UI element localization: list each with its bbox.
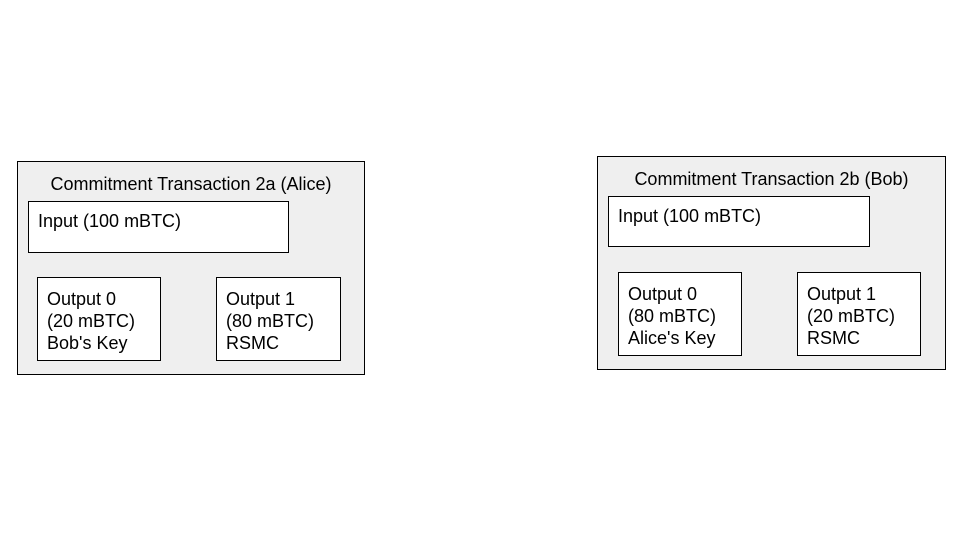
output-name: Output 1 (807, 284, 877, 304)
transaction-title: Commitment Transaction 2a (Alice) (50, 174, 332, 194)
output-1-box: Output 1 (20 mBTC) RSMC (797, 272, 921, 356)
commitment-transaction-2a: Commitment Transaction 2a (Alice) Input … (17, 161, 365, 375)
output-spend-condition: RSMC (226, 333, 279, 353)
output-name: Output 0 (628, 284, 698, 304)
output-amount: (20 mBTC) (47, 311, 136, 331)
output-amount: (80 mBTC) (628, 306, 717, 326)
commitment-transaction-2b: Commitment Transaction 2b (Bob) Input (1… (597, 156, 946, 370)
output-amount: (80 mBTC) (226, 311, 315, 331)
output-1-box: Output 1 (80 mBTC) RSMC (216, 277, 341, 361)
output-0-box: Output 0 (80 mBTC) Alice's Key (618, 272, 742, 356)
input-label: Input (100 mBTC) (38, 211, 182, 231)
transaction-title: Commitment Transaction 2b (Bob) (634, 169, 909, 189)
input-box: Input (100 mBTC) (608, 196, 870, 247)
output-name: Output 1 (226, 289, 296, 309)
output-spend-condition: Alice's Key (628, 328, 716, 348)
output-name: Output 0 (47, 289, 117, 309)
input-label: Input (100 mBTC) (618, 206, 762, 226)
output-amount: (20 mBTC) (807, 306, 896, 326)
output-spend-condition: Bob's Key (47, 333, 128, 353)
output-spend-condition: RSMC (807, 328, 860, 348)
input-box: Input (100 mBTC) (28, 201, 289, 253)
output-0-box: Output 0 (20 mBTC) Bob's Key (37, 277, 161, 361)
